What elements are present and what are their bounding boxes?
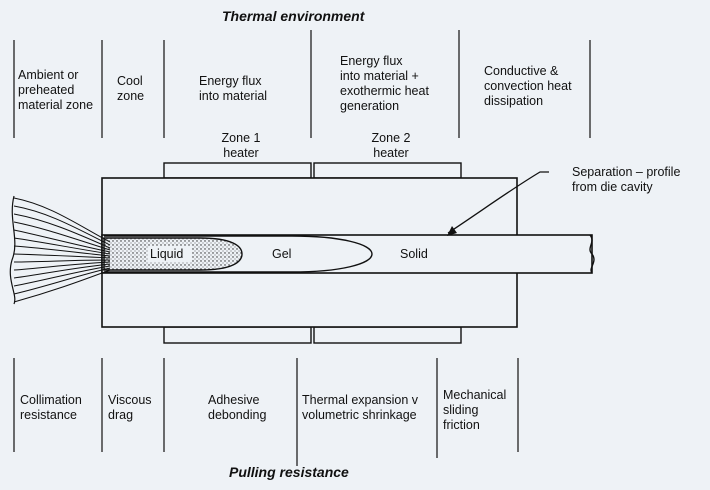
separation-label: Separation – profile from die cavity — [572, 165, 681, 194]
fiber-end-edge — [9, 195, 16, 305]
state-gel: Gel — [272, 247, 292, 261]
zone2-heater-bottom — [313, 326, 462, 344]
pulling-thermal-expansion: Thermal expansion v volumetric shrinkage — [302, 393, 419, 422]
zone1-heater-top — [163, 162, 312, 179]
liquid-label-bg — [148, 246, 192, 262]
pulling-viscous-drag: Viscous drag — [108, 393, 152, 422]
zone2-heater-label: Zone 2 heater — [371, 131, 411, 160]
thermal-zone-ambient: Ambient or preheated material zone — [18, 68, 94, 112]
zone2-heater-top — [313, 162, 462, 179]
state-solid: Solid — [400, 247, 428, 261]
thermal-zone-dissipation: Conductive & convection heat dissipation — [484, 64, 572, 108]
top-zone-dividers — [13, 30, 591, 138]
state-liquid: Liquid — [150, 247, 184, 261]
zone1-heater-bottom — [163, 326, 312, 344]
separation-arrowhead — [447, 226, 457, 236]
thermal-environment-title: Thermal environment — [222, 8, 365, 24]
gel-boundary — [104, 235, 373, 273]
bottom-zone-dividers — [13, 358, 519, 466]
thermal-zone-energy-flux: Energy flux into material — [199, 74, 268, 103]
thermal-zone-exothermic: Energy flux into material + exothermic h… — [340, 54, 429, 113]
thermal-zone-cool: Cool zone — [117, 74, 145, 103]
pulling-adhesive: Adhesive debonding — [208, 393, 267, 422]
separation-arrow — [447, 171, 549, 234]
pulling-collimation: Collimation resistance — [20, 393, 82, 422]
zone1-heater-label: Zone 1 heater — [221, 131, 261, 160]
fiber-bundle — [13, 197, 111, 303]
pulling-resistance-title: Pulling resistance — [229, 464, 349, 480]
pulling-friction: Mechanical sliding friction — [443, 388, 507, 432]
profile-break-edge — [589, 234, 595, 274]
